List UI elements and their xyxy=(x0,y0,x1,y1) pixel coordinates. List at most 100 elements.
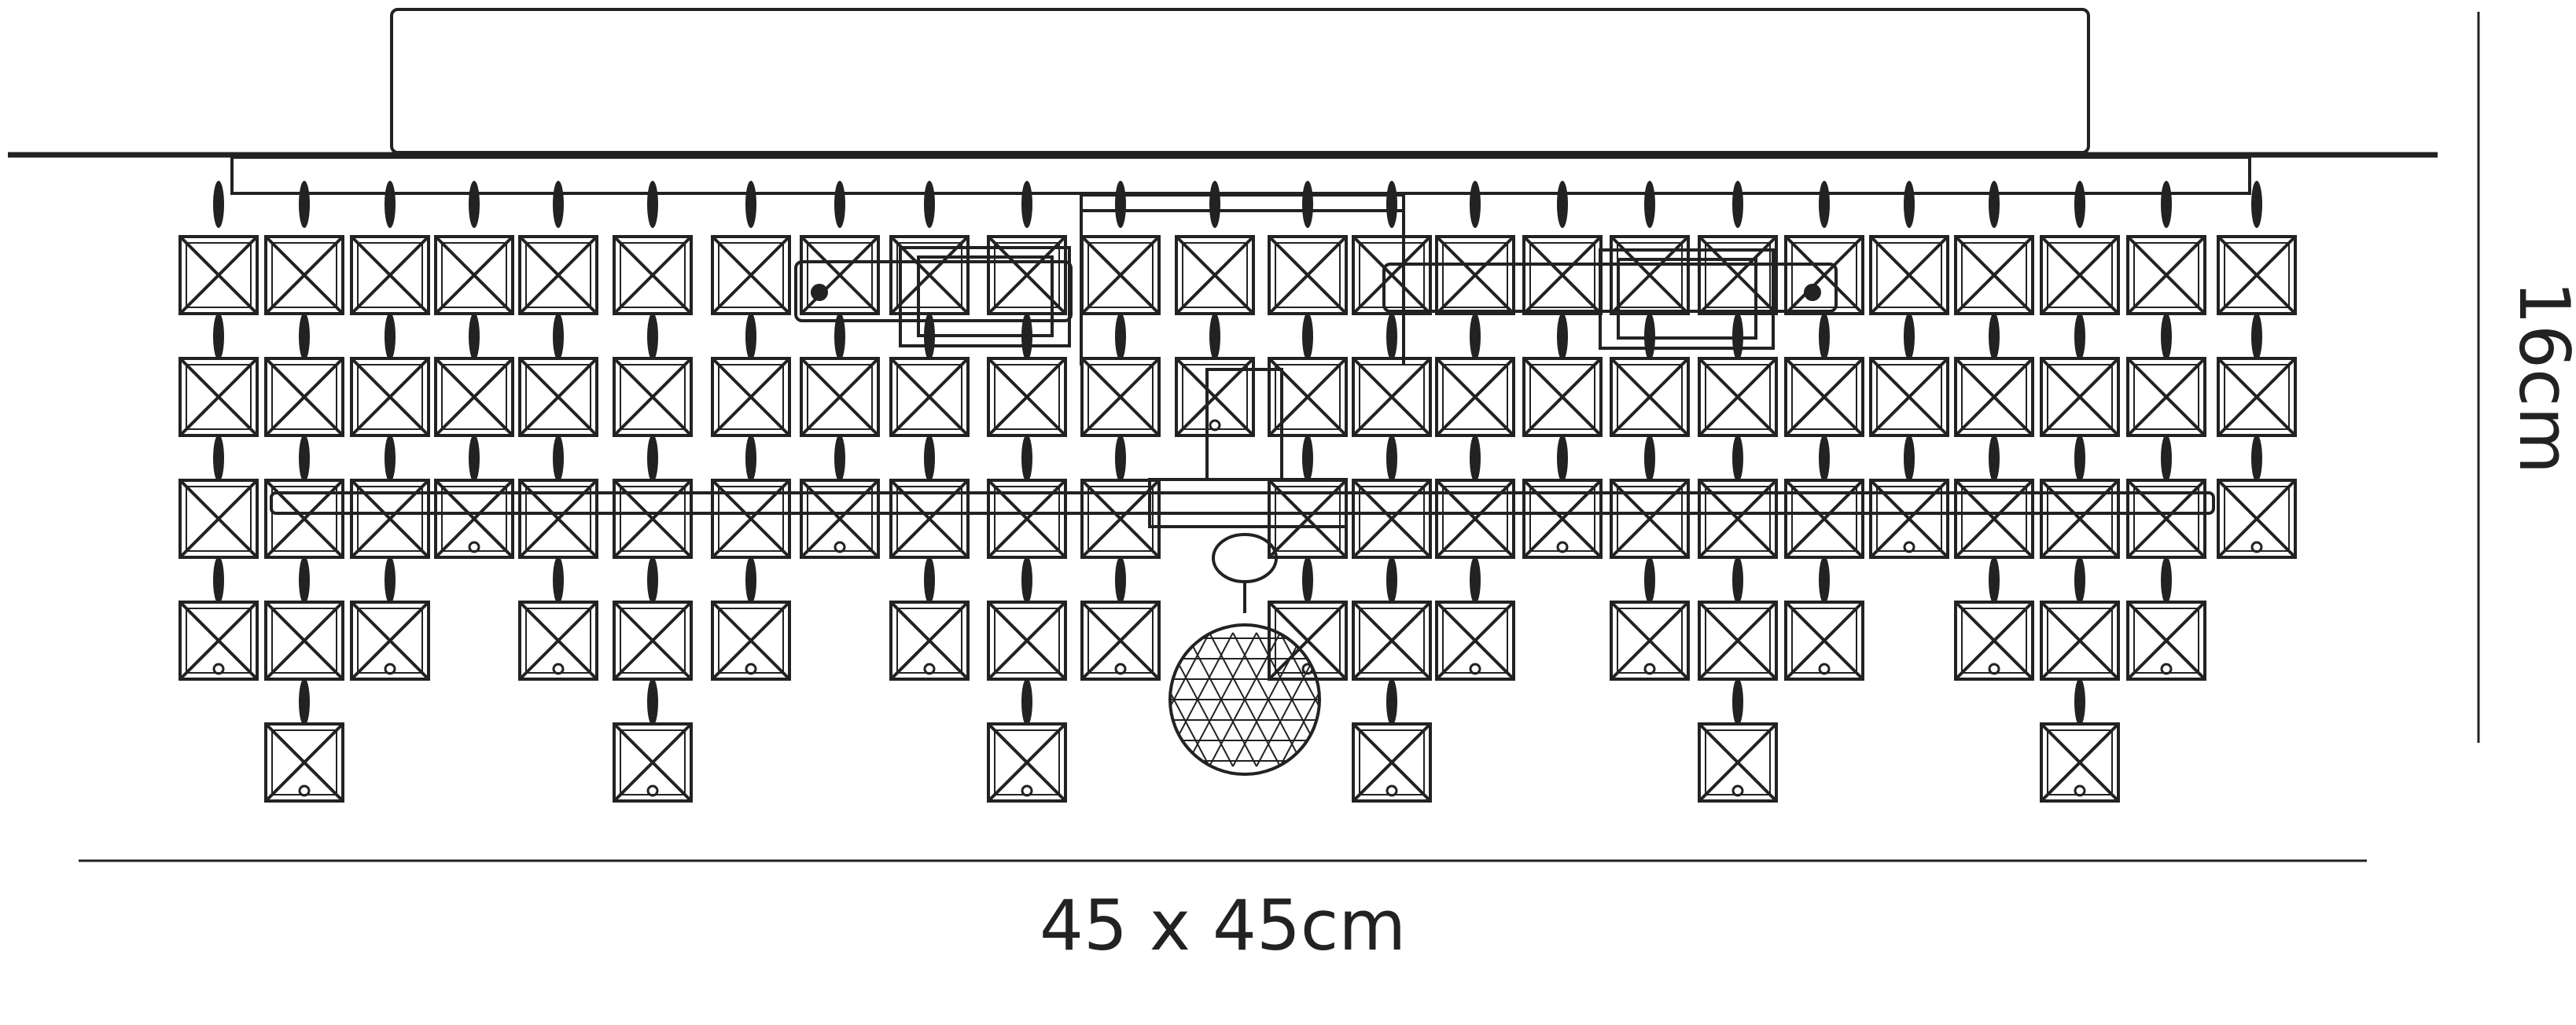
crystal-strand xyxy=(264,181,344,803)
crystal-strand xyxy=(1954,181,2034,681)
chain-link xyxy=(1470,181,1481,228)
crystal-strand xyxy=(1175,181,1255,437)
chain-link xyxy=(299,435,310,482)
crystal-square xyxy=(1352,357,1432,437)
chain-link xyxy=(1819,313,1830,360)
chain-link xyxy=(924,313,935,360)
crystal-square xyxy=(1522,479,1603,559)
crystal-square xyxy=(178,357,259,437)
crystal-square xyxy=(711,601,791,681)
chain-link xyxy=(1386,557,1397,604)
chain-link xyxy=(1021,557,1032,604)
chain-link xyxy=(2161,313,2172,360)
chain-link xyxy=(647,678,658,726)
crystal-square xyxy=(1698,601,1778,681)
chain-link xyxy=(834,181,845,228)
crystal-square xyxy=(800,235,880,315)
chain-link xyxy=(2161,435,2172,482)
chain-link xyxy=(1386,181,1397,228)
chain-link xyxy=(834,435,845,482)
chain-link xyxy=(647,313,658,360)
crystal-strand xyxy=(1784,181,1864,681)
chain-link xyxy=(2074,313,2085,360)
chain-link xyxy=(1989,557,2000,604)
crystal-square xyxy=(1784,357,1864,437)
chain-link xyxy=(299,313,310,360)
crystal-strand xyxy=(434,181,514,559)
chain-link xyxy=(834,313,845,360)
crystal-square xyxy=(2040,601,2120,681)
chain-link xyxy=(1470,557,1481,604)
chain-link xyxy=(1115,313,1126,360)
crystal-square xyxy=(800,357,880,437)
chain-link xyxy=(469,181,480,228)
crystal-square xyxy=(2040,235,2120,315)
crystal-square xyxy=(1954,357,2034,437)
crystal-strand xyxy=(1268,181,1348,681)
crystal-strand xyxy=(518,181,598,681)
crystal-strand xyxy=(1435,181,1515,681)
crystal-square xyxy=(613,601,693,681)
chain-link xyxy=(1386,313,1397,360)
chain-link xyxy=(385,435,396,482)
chain-link xyxy=(1470,313,1481,360)
crystal-square xyxy=(1175,357,1255,437)
crystal-square xyxy=(1869,235,1949,315)
crystal-square xyxy=(1610,601,1690,681)
crystal-strands xyxy=(178,181,2297,803)
chain-link xyxy=(299,181,310,228)
crystal-strand xyxy=(711,181,791,681)
crystal-square xyxy=(1435,601,1515,681)
width-dimension-label: 45 x 45cm xyxy=(1040,885,1406,966)
chain-link xyxy=(1644,313,1655,360)
chain-link xyxy=(1644,435,1655,482)
chain-link xyxy=(1732,313,1743,360)
crystal-square xyxy=(800,479,880,559)
crystal-square xyxy=(264,357,344,437)
crystal-square xyxy=(350,479,430,559)
chain-link xyxy=(745,181,756,228)
crystal-strand xyxy=(1698,181,1778,803)
chain-link xyxy=(1732,181,1743,228)
crystal-square xyxy=(264,235,344,315)
crystal-square xyxy=(518,357,598,437)
chain-link xyxy=(1819,435,1830,482)
crystal-square xyxy=(987,601,1067,681)
chain-link xyxy=(2251,313,2262,360)
crystal-square xyxy=(889,601,970,681)
crystal-square xyxy=(1352,235,1432,315)
crystal-square xyxy=(350,357,430,437)
crystal-square xyxy=(987,357,1067,437)
chain-link xyxy=(1115,557,1126,604)
crystal-square xyxy=(1080,357,1161,437)
chain-link xyxy=(1989,313,2000,360)
crystal-strand xyxy=(613,181,693,803)
crystal-square xyxy=(350,235,430,315)
chain-link xyxy=(1302,181,1313,228)
crystal-square xyxy=(1268,601,1348,681)
chain-link xyxy=(1644,181,1655,228)
chain-link xyxy=(1819,181,1830,228)
chain-link xyxy=(213,181,224,228)
crystal-square xyxy=(1175,235,1255,315)
crystal-square xyxy=(1698,235,1778,315)
chain-link xyxy=(1115,435,1126,482)
chain-link xyxy=(213,435,224,482)
chain-link xyxy=(2074,181,2085,228)
chain-link xyxy=(924,557,935,604)
chain-link xyxy=(1021,435,1032,482)
crystal-ball xyxy=(1168,533,1321,776)
crystal-square xyxy=(711,357,791,437)
crystal-square xyxy=(2217,357,2297,437)
crystal-square xyxy=(2217,479,2297,559)
crystal-square xyxy=(1268,235,1348,315)
crystal-square xyxy=(1784,235,1864,315)
crystal-strand xyxy=(178,181,259,681)
crystal-square xyxy=(1080,601,1161,681)
chain-link xyxy=(469,435,480,482)
crystal-strand xyxy=(1352,181,1432,803)
chain-link xyxy=(553,435,564,482)
crystal-bar xyxy=(270,491,2215,515)
chain-link xyxy=(1209,313,1220,360)
